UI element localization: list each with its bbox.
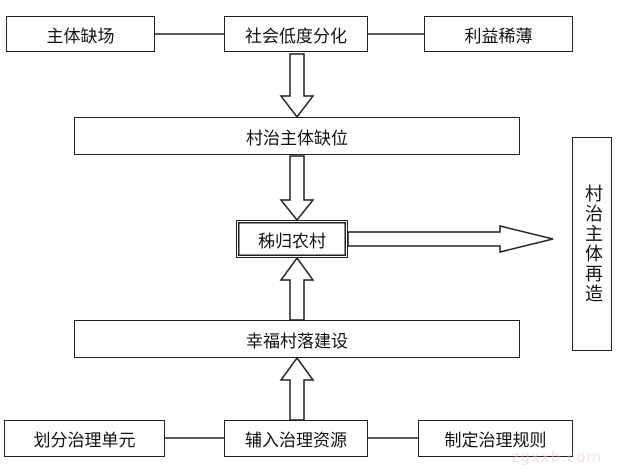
node-thin-interests: 利益稀薄 bbox=[424, 16, 573, 52]
arrow-right-1 bbox=[347, 225, 554, 253]
node-social-differentiation: 社会低度分化 bbox=[224, 16, 368, 52]
node-sparse-village: 秭归农村 bbox=[236, 220, 348, 258]
node-input-resources: 辅入治理资源 bbox=[224, 420, 368, 457]
arrow-down-2 bbox=[279, 155, 315, 222]
node-happy-village: 幸福村落建设 bbox=[74, 320, 520, 358]
arrow-up-1 bbox=[279, 256, 315, 321]
node-subject-reshaping: 村治主体再造 bbox=[572, 137, 612, 351]
node-governance-subject-absent: 村治主体缺位 bbox=[74, 117, 520, 155]
node-subject-missing: 主体缺场 bbox=[6, 16, 155, 52]
node-formulate-rules: 制定治理规则 bbox=[418, 420, 573, 457]
arrow-up-2 bbox=[279, 356, 315, 421]
node-divide-units: 划分治理单元 bbox=[4, 420, 165, 457]
arrow-down-1 bbox=[279, 53, 315, 119]
watermark: zgxxb.com bbox=[511, 448, 602, 466]
